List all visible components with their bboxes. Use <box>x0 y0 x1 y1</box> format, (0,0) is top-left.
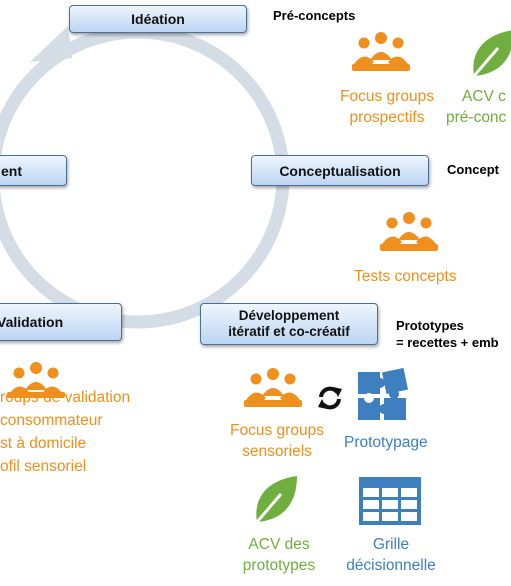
puzzle-icon <box>358 368 409 420</box>
acv-prototypes-line2: prototypes <box>242 557 316 574</box>
validation-tool-3: st à domicile <box>0 435 87 452</box>
grille-line1: Grille <box>372 536 410 553</box>
label-prototypes-2: = recettes + emb <box>396 335 499 350</box>
focus-prospectifs-line1: Focus groups <box>340 88 434 105</box>
acv-prototypes-line1: ACV des <box>248 536 310 553</box>
people-group-icon <box>380 212 438 251</box>
acv-pre-line2: pré-conc <box>446 109 507 126</box>
focus-sensoriels-label: Focus groups sensoriels <box>218 420 336 462</box>
stage-conceptualisation: Conceptualisation <box>251 155 429 186</box>
acv-pre-line1: ACV c <box>462 88 506 105</box>
stage-validation: Validation <box>0 303 122 341</box>
people-group-icon <box>7 362 65 398</box>
label-prototypes-1: Prototypes <box>396 318 464 333</box>
grille-line2: décisionnelle <box>346 557 436 574</box>
cycle-arrowhead <box>30 26 72 62</box>
stage-developpement: Développement itératif et co-créatif <box>200 303 378 345</box>
label-pre-concepts: Pré-concepts <box>273 8 356 23</box>
grid-table-icon <box>359 477 421 525</box>
developpement-line2: itératif et co-créatif <box>228 324 350 339</box>
stage-ideation: Idéation <box>69 5 247 33</box>
tests-concepts-label: Tests concepts <box>354 268 457 285</box>
prototypage-label: Prototypage <box>344 434 428 451</box>
focus-prospectifs-line2: prospectifs <box>349 109 425 126</box>
validation-tool-2: consommateur <box>0 412 103 429</box>
validation-tool-4: ofil sensoriel <box>0 458 87 475</box>
developpement-line1: Développement <box>238 308 340 323</box>
refresh-icon <box>318 386 342 410</box>
leaf-icon <box>472 30 511 77</box>
people-group-icon <box>244 368 302 407</box>
focus-sensoriels-line1: Focus groups <box>230 422 324 439</box>
grille-label: Grille décisionnelle <box>336 534 446 576</box>
acv-pre-label: ACV c pré-conc <box>446 86 506 128</box>
people-group-icon <box>352 32 410 71</box>
label-concepts: Concept <box>447 162 499 177</box>
leaf-icon <box>255 476 297 523</box>
focus-prospectifs-label: Focus groups prospectifs <box>331 86 443 128</box>
validation-tools-list: roups de validation consommateur st à do… <box>0 386 130 478</box>
acv-prototypes-label: ACV des prototypes <box>234 534 324 576</box>
stage-partial-left: ent <box>0 155 67 186</box>
validation-tool-1: roups de validation <box>0 389 131 406</box>
focus-sensoriels-line2: sensoriels <box>242 443 312 460</box>
